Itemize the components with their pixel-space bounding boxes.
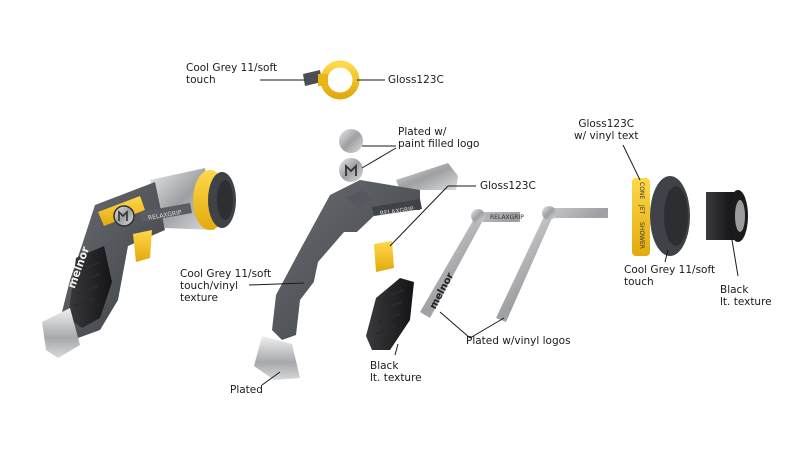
plated-cap-part [254,336,300,380]
leader-lines [248,79,739,386]
dial-text-ring [632,178,650,256]
body-frame [272,180,422,340]
lock-ring-parts [303,60,360,100]
badge-discs [339,129,363,182]
strip-logo-text: RELAXGRIP [490,214,524,221]
grip-part [366,278,414,350]
label-plated: Plated [230,384,263,396]
black-nozzle-part [706,190,748,242]
label-dial-text: Gloss123C w/ vinyl text [574,118,639,142]
label-lock-yellow: Gloss123C [388,74,444,86]
label-grip: Black lt. texture [370,360,422,384]
label-lock-grey: Cool Grey 11/soft touch [186,62,278,86]
label-vinyl-logos: Plated w/vinyl logos [466,335,571,347]
trigger-part [374,241,394,272]
label-body: Cool Grey 11/soft touch/vinyl texture [180,268,272,304]
label-trigger: Gloss123C [480,180,536,192]
dial-word-cone: CONE [638,182,645,200]
label-head-grey: Cool Grey 11/soft touch [624,264,716,288]
label-nozzle: Black lt. texture [720,284,772,308]
dial-word-jet: JET [638,205,645,215]
label-badge: Plated w/ paint filled logo [398,126,480,150]
dial-word-shower: SHOWER [638,222,645,249]
plated-strips [420,206,608,322]
head-grey-cap [650,176,690,256]
plated-cone-part [396,163,458,190]
assembled-nozzle [42,168,236,358]
